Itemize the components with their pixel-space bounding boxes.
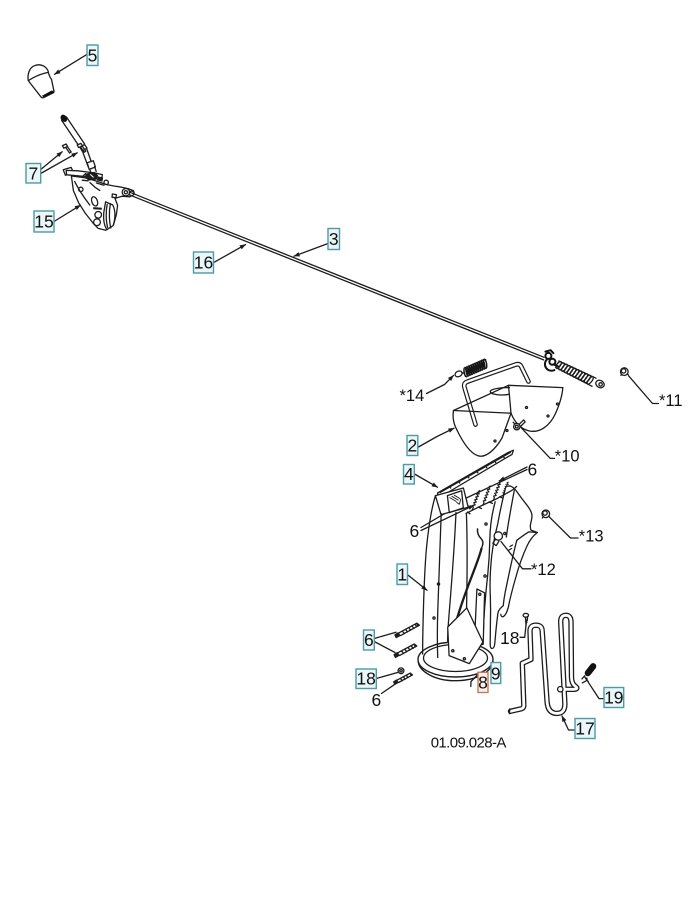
svg-text:18: 18 — [356, 669, 375, 689]
svg-text:8: 8 — [478, 673, 488, 693]
svg-text:16: 16 — [194, 253, 213, 273]
svg-text:01.09.028-A: 01.09.028-A — [431, 735, 507, 752]
svg-text:6: 6 — [372, 690, 382, 710]
svg-text:*10: *10 — [555, 447, 580, 465]
svg-text:4: 4 — [404, 464, 414, 484]
svg-text:15: 15 — [34, 212, 53, 232]
svg-text:7: 7 — [29, 163, 39, 183]
svg-text:9: 9 — [491, 663, 501, 683]
svg-text:6: 6 — [528, 460, 538, 480]
svg-text:18: 18 — [500, 628, 519, 648]
svg-text:*14: *14 — [400, 387, 425, 405]
svg-text:3: 3 — [329, 229, 339, 249]
svg-text:*12: *12 — [531, 561, 556, 579]
svg-text:5: 5 — [88, 45, 98, 65]
svg-text:6: 6 — [364, 630, 374, 650]
svg-text:2: 2 — [408, 436, 418, 456]
svg-text:17: 17 — [575, 719, 594, 739]
svg-text:*13: *13 — [579, 527, 604, 545]
svg-text:1: 1 — [397, 565, 407, 585]
svg-text:6: 6 — [410, 521, 420, 541]
svg-text:19: 19 — [604, 688, 623, 708]
svg-text:*11: *11 — [659, 392, 683, 410]
